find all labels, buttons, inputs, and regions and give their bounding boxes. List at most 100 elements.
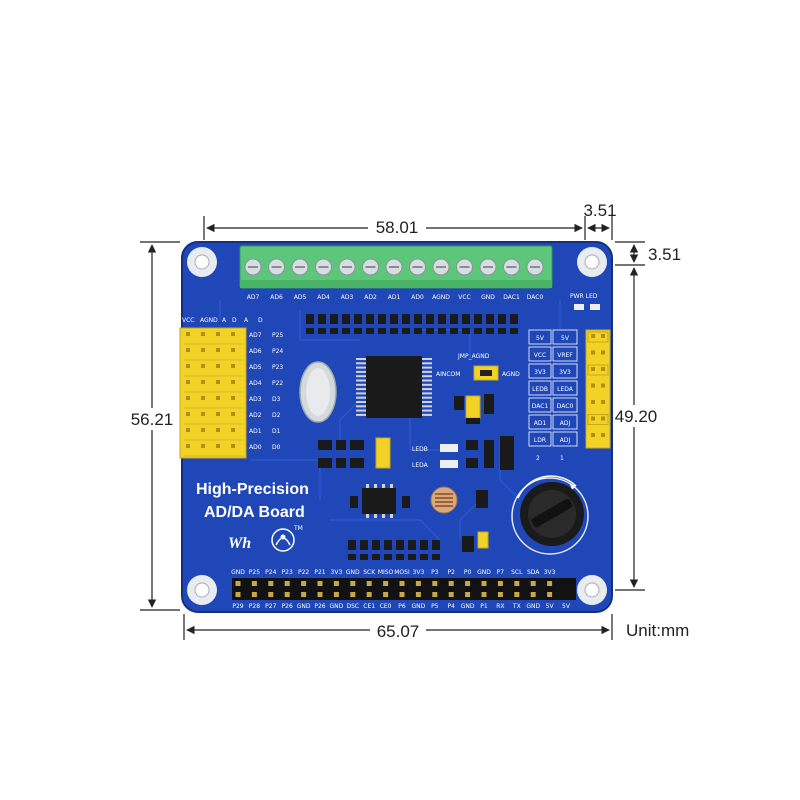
gpio-bottom-label: RX [496, 603, 504, 610]
right-col1-label: AD1 [534, 420, 547, 427]
logo-icon: Wh TM [228, 525, 303, 552]
gpio-top-label: P22 [298, 569, 309, 576]
gpio-top-label: P2 [447, 569, 455, 576]
dim-top-right-offset: 3.51 [583, 201, 616, 220]
photoresistor-icon [430, 486, 458, 514]
right-header [585, 329, 611, 449]
terminal-label: AD5 [294, 294, 307, 301]
left-ad-label: AD7 [249, 332, 262, 339]
left-ad-label: AD1 [249, 428, 262, 435]
svg-text:TM: TM [293, 525, 303, 532]
ledb-label: LEDB [412, 446, 428, 453]
gpio-bottom-label: GND [412, 603, 426, 610]
led-row [318, 436, 514, 470]
terminal-label: AD6 [270, 294, 283, 301]
gpio-top-label: MOSI [394, 569, 410, 576]
aincom-label: AINCOM [436, 371, 460, 378]
crystal-icon [299, 361, 337, 423]
left-pin-label: P25 [272, 332, 283, 339]
gpio-bottom-label: P29 [232, 603, 243, 610]
terminal-label: VCC [458, 294, 470, 301]
left-pin-label: D1 [272, 428, 281, 435]
gpio-top-label: GND [231, 569, 245, 576]
jmp-agnd-label: JMP_AGND [457, 353, 490, 360]
right-col1-label: LDR [534, 437, 546, 444]
right-col1-label: 3V3 [534, 369, 546, 376]
dim-top-width: 58.01 [376, 218, 419, 237]
board-title-line1: High-Precision [196, 481, 309, 498]
dim-unit: Unit:mm [626, 621, 689, 640]
terminal-label: DAC1 [503, 294, 520, 301]
gpio-bottom-label: GND [526, 603, 540, 610]
pwr-led-label: PWR LED [570, 293, 598, 300]
gpio-bottom-label: P26 [314, 603, 325, 610]
left-ad-label: AD4 [249, 380, 262, 387]
gpio-bottom-label: 5V [546, 603, 555, 610]
gpio-top-label: P25 [249, 569, 260, 576]
svg-text:Wh: Wh [228, 535, 251, 552]
terminal-label: AD7 [247, 294, 260, 301]
gpio-bottom-label: P6 [398, 603, 406, 610]
left-header-top-label: A [222, 317, 227, 324]
gpio-top-label: 3V3 [413, 569, 425, 576]
right-bottom-2: 2 [536, 455, 540, 462]
left-ad-label: AD3 [249, 396, 262, 403]
left-pin-label: P23 [272, 364, 283, 371]
gpio-bottom-label: P1 [480, 603, 488, 610]
gpio-bottom-label: CE0 [380, 603, 392, 610]
right-bottom-1: 1 [560, 455, 564, 462]
mounting-holes [187, 247, 607, 605]
gpio-top-label: P3 [431, 569, 439, 576]
left-ad-label: AD6 [249, 348, 262, 355]
gpio-top-label: P23 [282, 569, 293, 576]
left-header-top-label: VCC [182, 317, 194, 324]
agnd-label: AGND [502, 371, 520, 378]
right-col1-label: VCC [534, 352, 546, 359]
right-col2-label: ADJ [560, 437, 571, 444]
right-col1-label: 5V [536, 335, 545, 342]
gpio-bottom-label: P28 [249, 603, 260, 610]
gpio-top-label: 3V3 [544, 569, 556, 576]
right-col2-label: VREF [557, 352, 573, 359]
board-title-line2: AD/DA Board [204, 504, 305, 521]
gpio-top-label: 3V3 [331, 569, 343, 576]
gpio-bottom-label: P26 [282, 603, 293, 610]
terminal-label: AD1 [388, 294, 401, 301]
dim-right-top-offset: 3.51 [648, 245, 681, 264]
gpio-header [232, 578, 576, 600]
right-col2-label: 3V3 [559, 369, 571, 376]
left-pin-label: P24 [272, 348, 283, 355]
gpio-top-label: SCK [363, 569, 376, 576]
gpio-top-label: MISO [378, 569, 394, 576]
left-ad-label: AD0 [249, 444, 262, 451]
gpio-bottom-label: TX [512, 603, 521, 610]
right-col2-label: DAC0 [557, 403, 574, 410]
terminal-label: AD0 [411, 294, 424, 301]
dim-bottom-width: 65.07 [377, 622, 420, 641]
gpio-bottom-label: GND [330, 603, 344, 610]
left-header-top-label: AGND [200, 317, 218, 324]
dac-chip [362, 484, 396, 518]
gpio-top-label: SCL [511, 569, 523, 576]
right-label-grid: 5VVCC3V3LEDBDAC1AD1LDR5VVREF3V3LEDADAC0A… [528, 329, 578, 447]
gpio-bottom-label: 5V [562, 603, 571, 610]
right-col1-label: LEDB [532, 386, 548, 393]
terminal-label: GND [481, 294, 495, 301]
left-pin-label: D2 [272, 412, 281, 419]
terminal-label: AGND [432, 294, 450, 301]
terminal-label: AD2 [364, 294, 377, 301]
dim-right-height: 49.20 [615, 407, 658, 426]
left-header-top-label: A [244, 317, 249, 324]
dim-left-height: 56.21 [131, 410, 174, 429]
left-pin-label: P22 [272, 380, 283, 387]
right-col1-label: DAC1 [532, 403, 549, 410]
gpio-bottom-label: GND [461, 603, 475, 610]
adc-chip [356, 356, 432, 418]
gpio-top-label: GND [346, 569, 360, 576]
right-col2-label: LEDA [557, 386, 574, 393]
left-pin-label: D0 [272, 444, 281, 451]
terminal-label: DAC0 [527, 294, 544, 301]
right-col2-label: ADJ [560, 420, 571, 427]
